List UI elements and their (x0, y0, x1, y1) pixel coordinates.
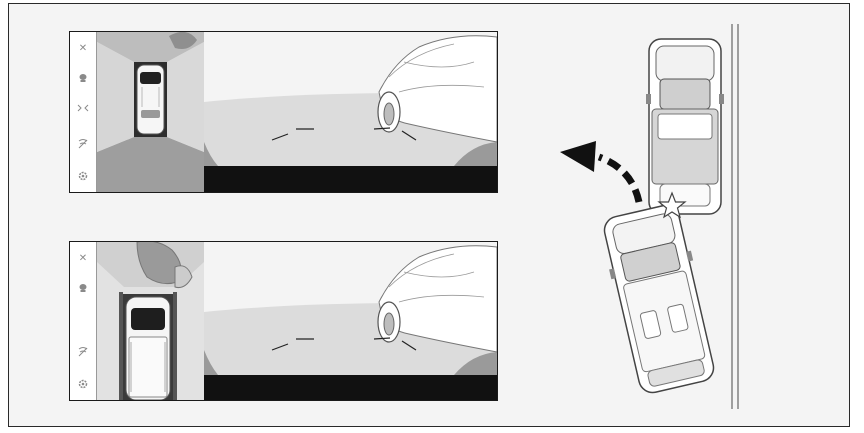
rear-camera-view (204, 32, 497, 192)
settings-icon[interactable] (75, 376, 91, 392)
camera-view-icon[interactable] (75, 280, 91, 296)
rear-camera-view (204, 242, 497, 400)
parking-scene (534, 24, 764, 424)
turn-left-arrow-icon (560, 141, 639, 202)
panoramic-top-view (97, 242, 204, 400)
monitor-screen-bottom: ✕ (69, 241, 498, 401)
illustration-frame: ✕ (8, 3, 850, 427)
parking-assist-off-icon[interactable] (75, 344, 91, 360)
sensor-icon[interactable] (75, 100, 91, 116)
panoramic-top-view (97, 32, 204, 192)
close-icon[interactable]: ✕ (75, 40, 91, 56)
monitor-screen-top: ✕ (69, 31, 498, 193)
maneuvering-car (598, 202, 720, 396)
screen-sidebar: ✕ (70, 242, 97, 400)
close-icon[interactable]: ✕ (75, 250, 91, 266)
screen-sidebar: ✕ (70, 32, 97, 192)
camera-view-icon[interactable] (75, 70, 91, 86)
settings-icon[interactable] (75, 168, 91, 184)
parking-assist-off-icon[interactable] (75, 136, 91, 152)
parked-car (646, 39, 724, 214)
